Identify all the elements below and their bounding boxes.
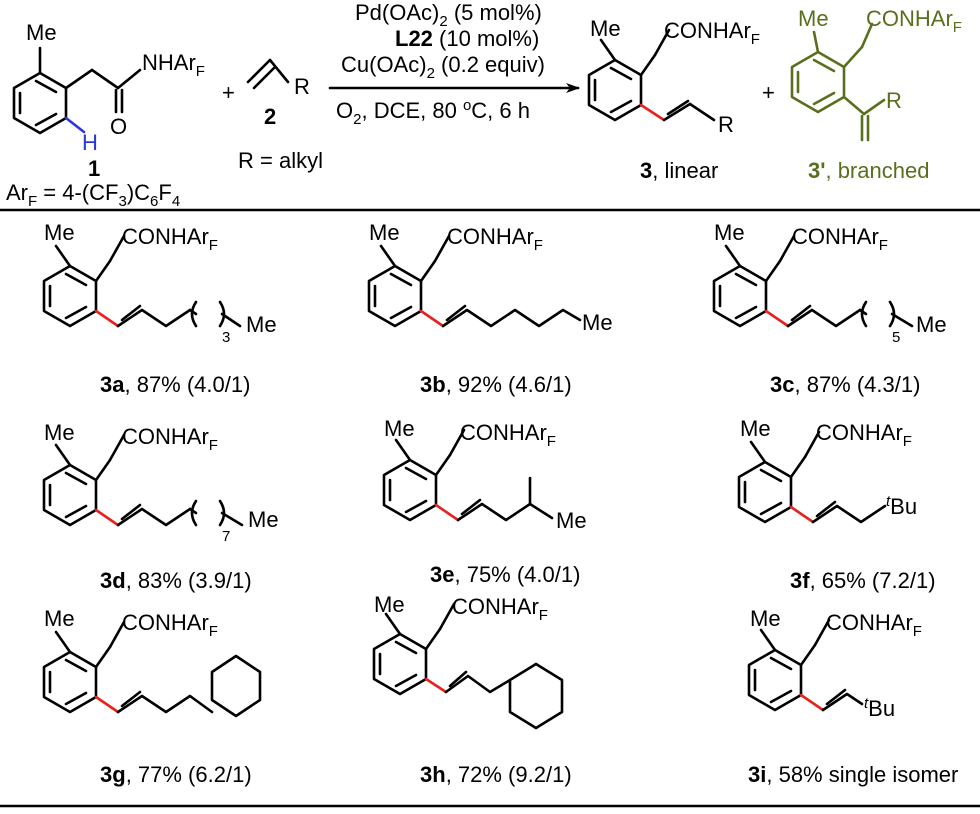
amide-label: CONHArF <box>792 224 888 254</box>
methyl-label: Me <box>26 20 57 45</box>
tbu-label: tBu <box>864 695 895 721</box>
compound-3c: Me CONHArF 5 Me 3c, 87% (4.3/1) <box>714 220 947 397</box>
methyl-label: Me <box>798 6 829 31</box>
amide-label: CONHArF <box>122 424 218 454</box>
amide-label: CONHArF <box>826 610 922 640</box>
arf-definition: ArF = 4-(CF3)C6F4 <box>6 180 180 210</box>
amide-label: CONHArF <box>447 224 543 254</box>
alkene-number: 2 <box>264 104 276 129</box>
amide-label: CONHArF <box>452 594 548 624</box>
chain-end-label: Me <box>248 507 279 532</box>
ortho-h-label: H <box>82 130 98 155</box>
tbu-label: tBu <box>886 493 917 519</box>
carbonyl-o-label: O <box>110 114 127 139</box>
condition-ligand: L22 (10 mol%) <box>395 26 539 51</box>
r-definition: R = alkyl <box>238 148 323 173</box>
methyl-label: Me <box>374 592 405 617</box>
chain-end-label: Me <box>246 312 277 337</box>
condition-catalyst: Pd(OAc)2 (5 mol%) <box>355 0 542 30</box>
chain-end-label: Me <box>916 312 947 337</box>
methyl-label: Me <box>740 416 771 441</box>
chain-end-label: Me <box>556 508 587 533</box>
conditions: Pd(OAc)2 (5 mol%) L22 (10 mol%) Cu(OAc)2… <box>336 0 545 128</box>
compound-3d: Me CONHArF 7 Me 3d, 83% (3.9/1) <box>44 420 279 593</box>
methyl-label: Me <box>44 220 75 245</box>
repeat-count: 7 <box>222 528 230 545</box>
compound-caption: 3h, 72% (9.2/1) <box>420 762 572 787</box>
compound-caption: 3a, 87% (4.0/1) <box>100 372 250 397</box>
amide-label: CONHArF <box>122 224 218 254</box>
chain-end-label: Me <box>582 310 613 335</box>
substrate-number: 1 <box>88 156 100 181</box>
product-3prime-branched: Me CONHArF R 3', branched <box>790 6 962 183</box>
compound-3f: Me CONHArF tBu 3f, 65% (7.2/1) <box>739 416 936 593</box>
compound-3h: Me CONHArF 3h, 72% (9.2/1) <box>374 592 572 787</box>
methyl-label: Me <box>44 606 75 631</box>
product-r-label: R <box>718 112 734 137</box>
repeat-count: 3 <box>222 329 230 346</box>
amide-label: CONHArF <box>122 610 218 640</box>
amide-label: CONHArF <box>816 420 912 450</box>
condition-solvent-temp: O2, DCE, 80 oC, 6 h <box>336 97 530 128</box>
compound-3i: Me CONHArF tBu 3i, 58% single isomer <box>748 606 958 787</box>
compound-3g: Me CONHArF 3g, 77% (6.2/1) <box>44 606 262 787</box>
alkene-r-label: R <box>294 74 310 99</box>
compound-caption: 3i, 58% single isomer <box>748 762 958 787</box>
compound-caption: 3c, 87% (4.3/1) <box>770 372 920 397</box>
plus-sign: + <box>222 80 235 105</box>
condition-oxidant: Cu(OAc)2 (0.2 equiv) <box>341 52 545 82</box>
compound-caption: 3b, 92% (4.6/1) <box>420 372 572 397</box>
alkene-2: R 2 R = alkyl <box>238 58 323 173</box>
cyclohexyl-ring <box>508 662 564 730</box>
compound-caption: 3d, 83% (3.9/1) <box>100 568 252 593</box>
amide-label: NHArF <box>142 50 205 80</box>
compound-3a: Me CONHArF 3 Me 3a, 87% (4.0/1) <box>44 220 277 397</box>
amide-label: CONHArF <box>664 18 760 48</box>
cyclohexyl-ring <box>210 654 262 718</box>
compound-caption: 3e, 75% (4.0/1) <box>430 562 580 587</box>
methyl-label: Me <box>714 220 745 245</box>
linear-caption: 3, linear <box>640 158 718 183</box>
amide-label: CONHArF <box>866 6 962 36</box>
methyl-label: Me <box>750 606 781 631</box>
compound-3e: Me CONHArF Me 3e, 75% (4.0/1) <box>384 416 587 587</box>
compound-caption: 3f, 65% (7.2/1) <box>790 568 936 593</box>
compound-caption: 3g, 77% (6.2/1) <box>100 762 252 787</box>
branched-caption: 3', branched <box>808 158 929 183</box>
product-3-linear: Me CONHArF R 3, linear <box>589 16 760 183</box>
methyl-label: Me <box>44 420 75 445</box>
methyl-label: Me <box>384 416 415 441</box>
substrate-1: Me O NHArF H 1 <box>12 20 205 181</box>
compound-3b: Me CONHArF Me 3b, 92% (4.6/1) <box>369 220 613 397</box>
branched-r-label: R <box>886 88 902 113</box>
methyl-label: Me <box>369 220 400 245</box>
plus-sign-products: + <box>762 80 775 105</box>
methyl-label: Me <box>590 16 621 41</box>
amide-label: CONHArF <box>460 420 556 450</box>
repeat-count: 5 <box>892 329 900 346</box>
